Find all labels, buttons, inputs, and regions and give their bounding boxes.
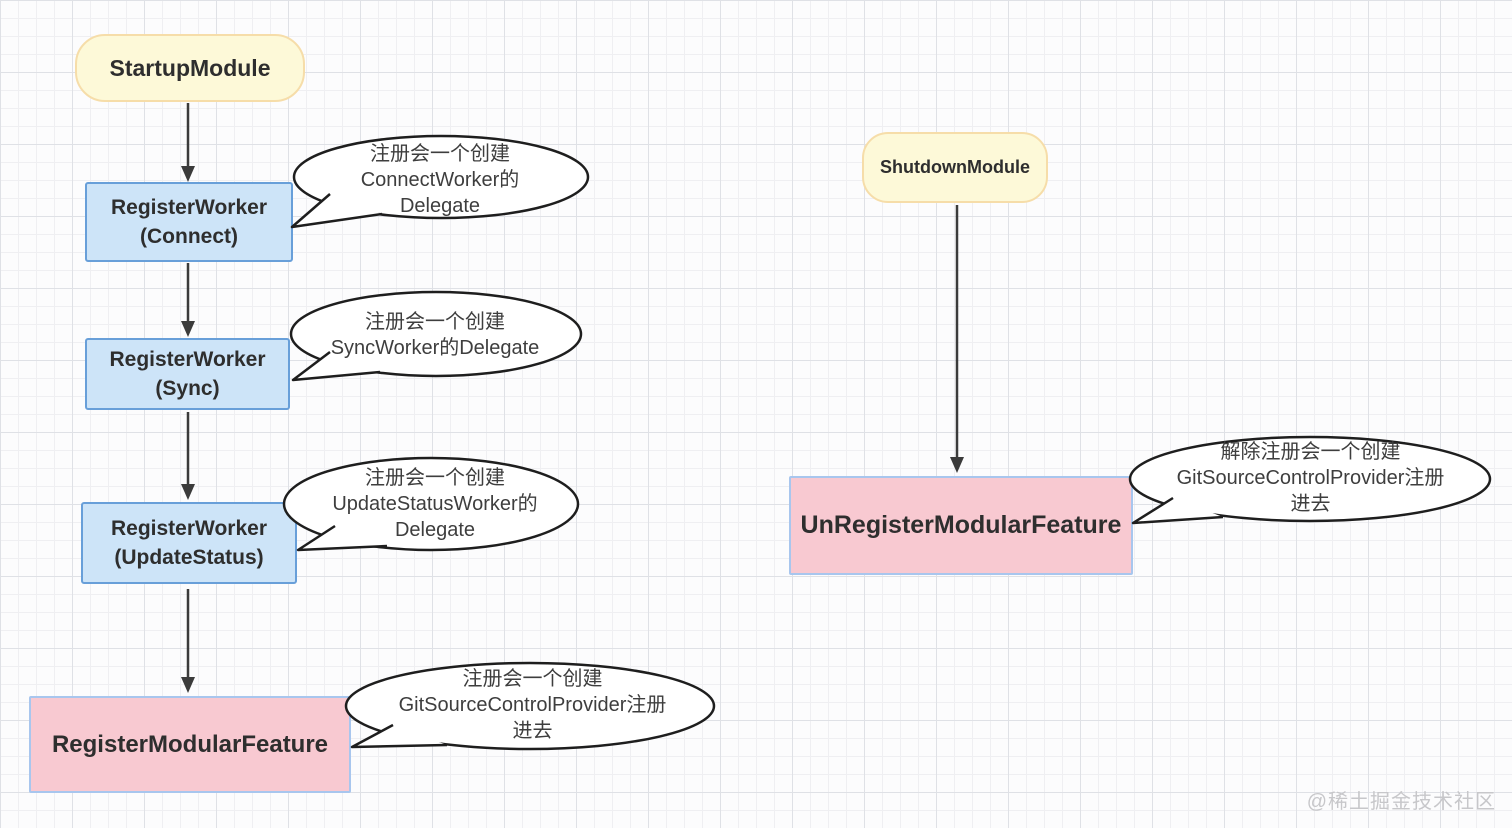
callout-update-status-worker: 注册会一个创建 UpdateStatusWorker的 Delegate <box>275 452 595 562</box>
node-startup-module: StartupModule <box>75 34 305 102</box>
callout-line: 注册会一个创建 <box>365 467 505 489</box>
callout-connect-worker-shape <box>290 134 590 229</box>
callout-sync-worker-text: 注册会一个创建 SyncWorker的Delegate <box>275 288 595 388</box>
node-register-worker-sync-line2: (Sync) <box>155 377 220 400</box>
node-register-worker-update-status-line1: RegisterWorker <box>110 517 267 540</box>
node-register-modular-feature: RegisterModularFeature <box>29 696 351 793</box>
callout-connect-worker: 注册会一个创建 ConnectWorker的 Delegate <box>270 130 610 235</box>
node-register-worker-update-status-line2: (UpdateStatus) <box>114 546 264 569</box>
callout-register-feature-text: 注册会一个创建 GitSourceControlProvider注册 进去 <box>335 655 730 760</box>
node-register-worker-sync: RegisterWorker (Sync) <box>85 338 290 410</box>
node-register-worker-connect: RegisterWorker (Connect) <box>85 182 293 262</box>
callout-unregister-feature-text: 解除注册会一个创建 GitSourceControlProvider注册 进去 <box>1118 428 1503 533</box>
node-unregister-modular-feature: UnRegisterModularFeature <box>789 476 1133 575</box>
node-register-modular-feature-label: RegisterModularFeature <box>51 730 329 758</box>
node-register-worker-update-status: RegisterWorker (UpdateStatus) <box>81 502 297 584</box>
node-shutdown-module: ShutdownModule <box>862 132 1048 203</box>
callout-update-status-worker-text: 注册会一个创建 UpdateStatusWorker的 Delegate <box>275 452 595 562</box>
callout-line: SyncWorker的Delegate <box>330 337 540 359</box>
node-unregister-modular-feature-label: UnRegisterModularFeature <box>800 511 1122 539</box>
arrow-shutdown-to-unregister <box>950 205 964 473</box>
callout-line: 解除注册会一个创建 <box>1220 440 1401 463</box>
callout-line: 注册会一个创建 <box>462 667 603 690</box>
arrow-connect-to-sync <box>181 263 195 337</box>
callout-line: 进去 <box>1290 492 1331 515</box>
node-register-worker-sync-line1: RegisterWorker <box>109 348 266 371</box>
callout-line: GitSourceControlProvider注册 <box>1176 466 1445 489</box>
callout-line: 注册会一个创建 <box>365 311 505 333</box>
callout-register-feature: 注册会一个创建 GitSourceControlProvider注册 进去 <box>335 655 730 760</box>
arrow-updatestatus-to-feature <box>181 589 195 693</box>
callout-unregister-feature: 解除注册会一个创建 GitSourceControlProvider注册 进去 <box>1118 428 1503 533</box>
arrow-startup-to-connect <box>181 103 195 182</box>
callout-line: 进去 <box>512 719 553 742</box>
callout-line: 注册会一个创建 <box>370 142 510 165</box>
callout-line: ConnectWorker的 <box>360 168 520 191</box>
arrow-sync-to-updatestatus <box>181 412 195 500</box>
callout-unregister-feature-shape <box>1128 435 1492 525</box>
callout-line: Delegate <box>394 519 476 541</box>
callout-line: GitSourceControlProvider注册 <box>398 693 667 716</box>
callout-sync-worker: 注册会一个创建 SyncWorker的Delegate <box>275 288 595 388</box>
watermark: @稀土掘金技术社区 <box>1306 791 1496 813</box>
callout-connect-worker-text: 注册会一个创建 ConnectWorker的 Delegate <box>270 130 610 235</box>
node-register-worker-connect-line2: (Connect) <box>140 225 238 248</box>
node-startup-module-label: StartupModule <box>109 54 271 81</box>
node-shutdown-module-label: ShutdownModule <box>880 157 1030 177</box>
callout-sync-worker-shape <box>289 290 583 382</box>
callout-register-feature-shape <box>344 661 716 751</box>
callout-update-status-worker-shape <box>282 456 580 552</box>
callout-line: Delegate <box>399 194 481 217</box>
callout-line: UpdateStatusWorker的 <box>332 493 538 515</box>
node-register-worker-connect-line1: RegisterWorker <box>110 196 267 219</box>
